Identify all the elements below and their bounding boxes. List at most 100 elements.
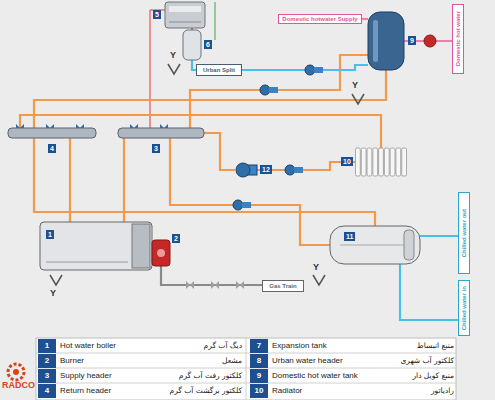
tag-box: Domestic hotwater Supply <box>278 14 362 24</box>
tag-box: Urban Split <box>196 64 242 76</box>
callout-number: 6 <box>204 40 212 49</box>
small-tank: 6 <box>183 30 201 60</box>
table-number: 8 <box>250 354 268 368</box>
strainer-label: Y <box>170 50 182 60</box>
strainer-symbol <box>313 275 325 285</box>
vertical-tag: Chilled water in <box>458 280 470 336</box>
pump-icon <box>235 162 257 178</box>
table-text-persian: مشعل <box>150 354 242 368</box>
table-text: Hot water boiler <box>60 339 170 353</box>
pipe-connector <box>34 138 375 226</box>
strainer-label: Y <box>50 288 62 298</box>
callout-number: 4 <box>48 144 56 153</box>
boiler-icon <box>40 222 152 270</box>
logo-text: RADCO <box>2 380 42 390</box>
header-pipe-icon <box>8 128 96 138</box>
pipe-connector <box>190 55 368 128</box>
callout-number: 11 <box>344 232 355 241</box>
tag-text: Gas Train <box>269 283 296 290</box>
table-number: 3 <box>38 369 56 383</box>
tag-text: Chilled water in <box>461 286 468 330</box>
chiller: 11 <box>330 226 420 264</box>
table-number: 1 <box>38 339 56 353</box>
gas-valve <box>211 281 219 289</box>
burner-icon <box>152 240 170 266</box>
pipe-connector <box>69 138 71 222</box>
tag-text: Chilled water out <box>461 209 468 257</box>
table-text-persian: رادیاتور <box>360 384 454 398</box>
pipe-connector <box>34 70 386 128</box>
table-text: Return header <box>60 384 170 398</box>
strainer-symbol <box>352 94 364 104</box>
pipe-connector <box>170 138 330 245</box>
table-number: 4 <box>38 384 56 398</box>
gas-valve <box>236 281 244 289</box>
table-text-persian: منبع انبساط <box>360 339 454 353</box>
callout-number: 9 <box>408 36 416 45</box>
radiator-icon <box>355 148 407 176</box>
heat-exchanger: 5 <box>165 2 205 28</box>
vertical-tag: Domestic hot water <box>452 4 464 74</box>
callout-number: 2 <box>172 234 180 243</box>
table-text-persian: منبع کویل دار <box>360 369 454 383</box>
gas-valve <box>186 281 194 289</box>
table-text: Expansion tank <box>272 339 382 353</box>
strainer-label: Y <box>352 80 364 90</box>
table-number: 10 <box>250 384 268 398</box>
pump-symbol <box>285 165 303 175</box>
table-number: 2 <box>38 354 56 368</box>
key-table <box>36 338 456 400</box>
pump: 12 <box>235 162 257 178</box>
table-text-persian: کلکتور برگشت آب گرم <box>150 384 242 398</box>
strainer-symbol <box>50 275 62 285</box>
radiator: 10 <box>355 148 407 176</box>
pump-symbol <box>305 65 323 75</box>
callout-number: 1 <box>46 230 54 239</box>
header-pipe: 4 <box>8 128 96 138</box>
burner: 2 <box>152 240 170 266</box>
table-number: 7 <box>250 339 268 353</box>
table-text-persian: کلکتور رفت آب گرم <box>150 369 242 383</box>
table-number: 9 <box>250 369 268 383</box>
vent-pipe <box>215 2 216 40</box>
tag-text: Domestic hotwater Supply <box>282 16 357 23</box>
pipe-connector <box>362 18 368 20</box>
table-text: Urban water header <box>272 354 382 368</box>
pipe-connector <box>204 133 235 170</box>
logo-gear <box>8 364 24 380</box>
table-text-persian: دیگ آب گرم <box>150 339 242 353</box>
callout-number: 3 <box>152 144 160 153</box>
strainer-symbol <box>168 64 180 74</box>
table-text: Burner <box>60 354 170 368</box>
callout-number: 5 <box>153 10 161 19</box>
table-rule <box>246 338 247 400</box>
strainer-label: Y <box>313 262 325 272</box>
vertical-tag: Chilled water out <box>458 192 470 274</box>
table-text: Radiator <box>272 384 382 398</box>
callout-number: 12 <box>260 165 272 174</box>
pipe-connector <box>400 264 458 320</box>
table-text-persian: کلکتور آب شهری <box>360 354 454 368</box>
storage-tank: 9 <box>368 12 404 70</box>
boiler: 1 <box>40 222 152 270</box>
pump-symbol <box>260 85 278 95</box>
header-pipe-icon <box>118 128 204 138</box>
pipe-connector <box>420 235 458 237</box>
table-text: Domestic hot water tank <box>272 369 382 383</box>
tag-text: Domestic hot water <box>455 11 462 66</box>
circulator-pump <box>424 35 436 47</box>
tag-text: Urban Split <box>203 67 235 74</box>
pump-symbol <box>233 200 251 210</box>
tag-box: Gas Train <box>262 280 304 292</box>
pipe-connector <box>123 138 125 222</box>
heat-exchanger-icon <box>165 2 205 28</box>
logo-gear <box>13 369 19 375</box>
storage-tank-icon <box>368 12 404 70</box>
flue-pipe <box>150 10 151 128</box>
